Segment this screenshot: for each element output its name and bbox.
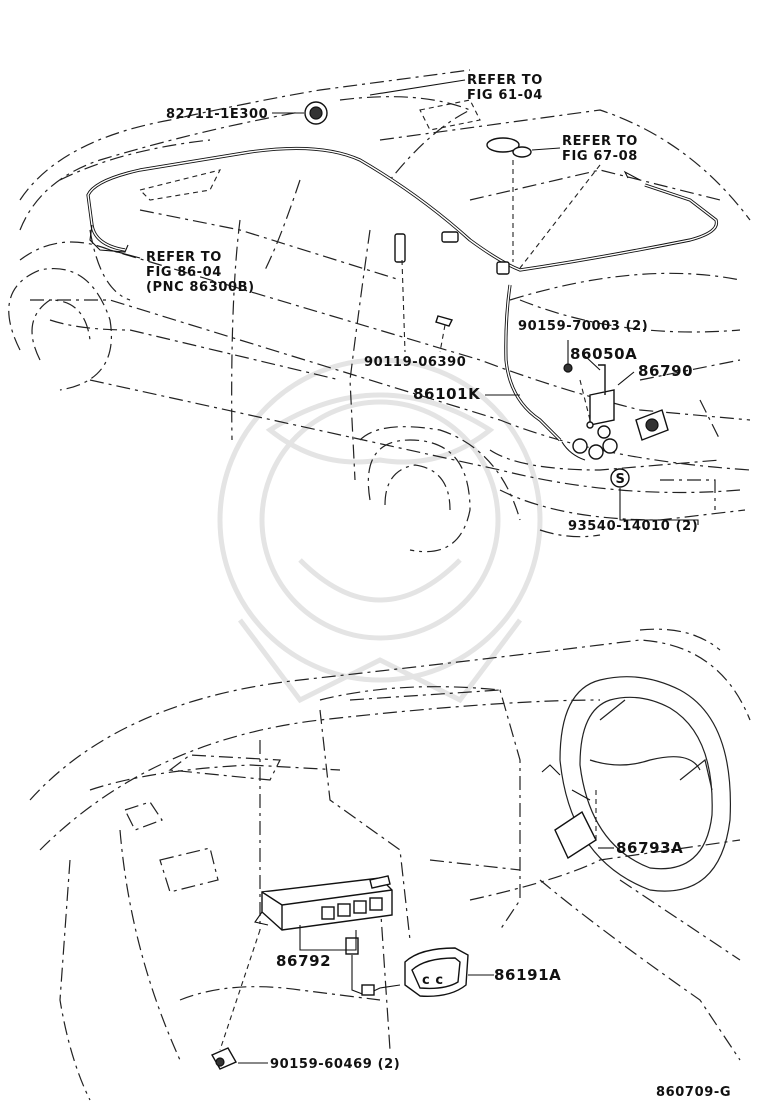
part-label-86191a: 86191A bbox=[494, 966, 561, 984]
ref-line1: REFER TO bbox=[467, 73, 543, 88]
ref-line2: FIG 61-04 bbox=[467, 88, 543, 103]
part-label-90119-06390: 90119-06390 bbox=[364, 355, 466, 370]
screw-90159-60469 bbox=[211, 1047, 237, 1070]
figure-code: 860709-G bbox=[656, 1085, 731, 1100]
ref-line1: REFER TO bbox=[562, 134, 638, 149]
ref-fig-61-04: REFER TO FIG 61-04 bbox=[467, 73, 543, 103]
part-label-86050a: 86050A bbox=[570, 345, 637, 363]
part-label-86790: 86790 bbox=[638, 362, 693, 380]
antenna-amplifier-86790 bbox=[635, 409, 669, 441]
steering-wheel bbox=[559, 676, 732, 892]
control-module-86792 bbox=[254, 875, 393, 931]
connector-cluster bbox=[561, 425, 618, 461]
s-marker: S bbox=[610, 468, 630, 488]
ref-line1: REFER TO bbox=[146, 250, 222, 265]
s-marker-label: S bbox=[616, 472, 626, 487]
part-label-82711-1e300: 82711-1E300 bbox=[166, 107, 268, 122]
dashboard-outline bbox=[29, 628, 751, 1101]
part-label-86101k: 86101K bbox=[413, 385, 481, 403]
part-label-86792: 86792 bbox=[276, 952, 331, 970]
switch-86191a: c c bbox=[345, 937, 469, 997]
antenna-grommet bbox=[304, 101, 328, 125]
ref-line2: FIG 86-04 bbox=[146, 265, 222, 280]
ref-line2: FIG 67-08 bbox=[562, 149, 638, 164]
part-label-93540-14010: 93540-14010 (2) bbox=[568, 519, 698, 534]
part-label-90159-70003: 90159-70003 (2) bbox=[518, 319, 648, 334]
sensor-86793a bbox=[541, 764, 597, 860]
watermark-emblem bbox=[217, 357, 543, 704]
ref-fig-86-04: REFER TO FIG 86-04 (PNC 86300B) bbox=[146, 250, 255, 295]
roof-lamp-lens bbox=[486, 137, 532, 158]
antenna-wire-harness bbox=[86, 146, 719, 442]
part-label-86793a: 86793A bbox=[616, 839, 683, 857]
clip-bolt bbox=[435, 315, 454, 327]
car-body-outline bbox=[8, 69, 751, 553]
part-label-90159-60469: 90159-60469 (2) bbox=[270, 1057, 400, 1072]
leader-lines-bottom bbox=[219, 790, 614, 1064]
amplifier-bracket bbox=[589, 364, 615, 426]
leader-lines-top bbox=[109, 79, 699, 525]
ref-line3: (PNC 86300B) bbox=[146, 280, 255, 295]
ref-fig-67-08: REFER TO FIG 67-08 bbox=[562, 134, 638, 164]
switch-glyph: c c bbox=[422, 973, 444, 988]
